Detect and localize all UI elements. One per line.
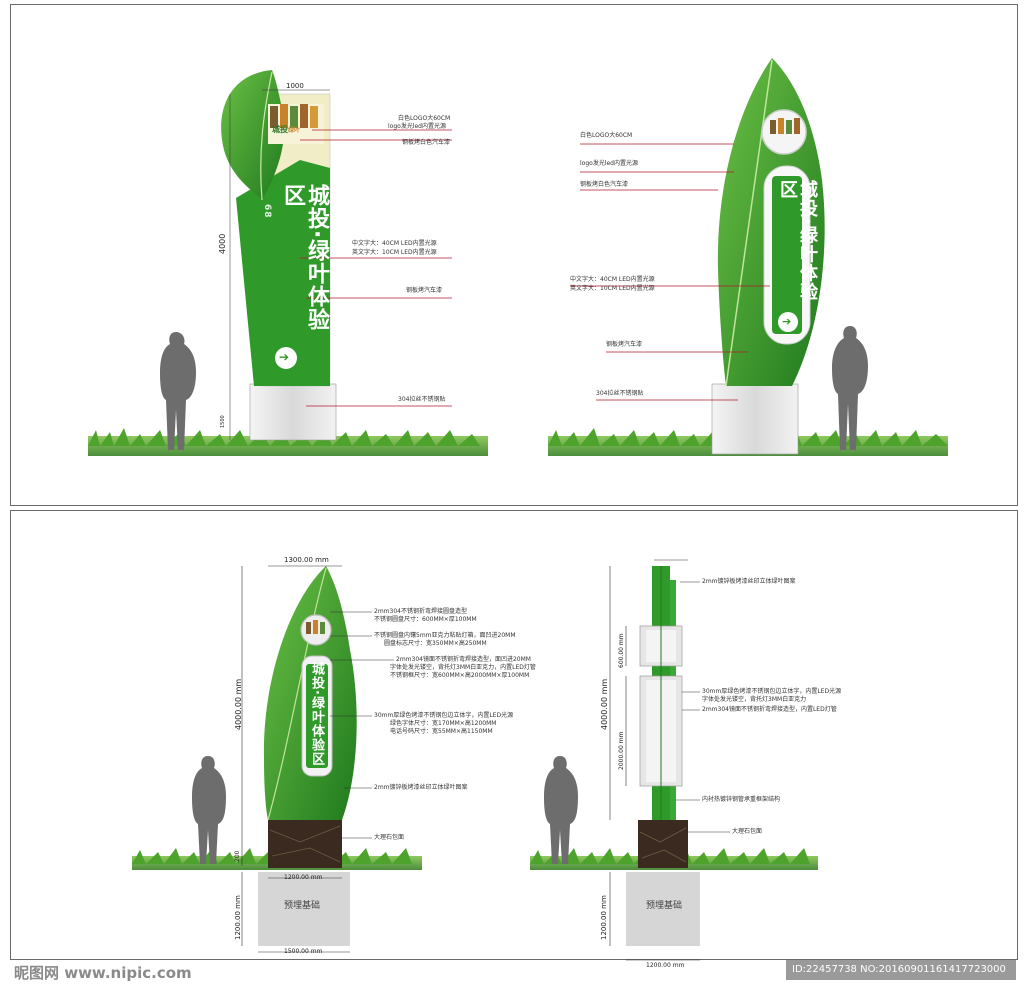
annotation: 白色LOGO大60CM bbox=[398, 115, 451, 122]
foundation-width-dimension: 1200.00 mm bbox=[646, 962, 685, 969]
annotation: 304拉丝不锈钢贴 bbox=[398, 396, 446, 403]
annotation: 英文字大：10CM LED内置光源 bbox=[352, 249, 437, 256]
foundation-block bbox=[258, 872, 350, 946]
top-left-sign bbox=[88, 70, 488, 456]
foundation-width-dimension: 1500.00 mm bbox=[284, 948, 323, 955]
annotation: 内衬热镀锌钢管承重框架结构 bbox=[702, 796, 781, 803]
logo-text: 城投绿叶 bbox=[272, 125, 301, 134]
marble-base bbox=[638, 820, 688, 868]
annotation: 30mm厚绿色烤漆不锈钢包边立体字，内置LED光源 bbox=[374, 712, 514, 719]
dim-600: 600.00 mm bbox=[618, 633, 625, 668]
top-right-sign bbox=[548, 58, 948, 456]
person-silhouette bbox=[192, 756, 226, 864]
height-dimension: 4000.00 mm bbox=[234, 678, 243, 730]
annotation: 字体处发光镂空，背托灯3MM白亚克力，内置LED灯管 bbox=[390, 664, 536, 671]
sign-title: 城投·绿叶体验区 bbox=[280, 184, 329, 332]
watermark-id: ID:22457738 NO:20160901161417723000 bbox=[786, 960, 1016, 980]
annotation: 钢板烤白色汽车漆 bbox=[580, 181, 629, 188]
annotation: 中文字大：40CM LED内置光源 bbox=[570, 276, 655, 283]
top-width-dimension: 1300.00 mm bbox=[284, 556, 329, 564]
annotation: 不锈钢圆盘内镶5mm亚克力粘贴灯箱，面凹进20MM bbox=[374, 632, 516, 639]
arrow-icon: ➔ bbox=[279, 350, 290, 364]
annotation: 中文字大：40CM LED内置光源 bbox=[352, 240, 437, 247]
person-silhouette bbox=[160, 332, 196, 450]
annotation: 钢板烤汽车漆 bbox=[406, 287, 443, 294]
foundation-block bbox=[626, 872, 700, 946]
annotation: 2mm镀锌板烤漆丝印立体绿叶图案 bbox=[374, 784, 468, 791]
annotation: 钢板烤白色汽车漆 bbox=[402, 139, 451, 146]
base-width-dimension: 1200.00 mm bbox=[284, 874, 323, 881]
annotation: 不锈钢圆盘尺寸：600MM×厚100MM bbox=[374, 616, 477, 623]
annotation: 字体处发光镂空，背托灯3MM白亚克力 bbox=[702, 696, 807, 703]
sign-title: 城投·绿叶体验区 bbox=[309, 662, 324, 766]
annotation: 钢板烤汽车漆 bbox=[606, 341, 643, 348]
annotation: 2mm304不锈钢折弯焊接圆盘造型 bbox=[374, 608, 467, 615]
base-dimension: 1500 bbox=[220, 415, 226, 428]
annotation: 304拉丝不锈钢贴 bbox=[596, 390, 644, 397]
annotation: 绿色字体尺寸：宽170MM×高1200MM bbox=[390, 720, 497, 727]
annotation: logo发光led内置光源 bbox=[388, 123, 446, 130]
marble-height-dimension: 200 bbox=[234, 850, 241, 862]
steel-base bbox=[249, 383, 337, 441]
annotation: 大理石包面 bbox=[732, 828, 763, 835]
annotation: 2mm304镜面不锈钢折弯焊接造型，面凹进20MM bbox=[396, 656, 531, 663]
marble-base bbox=[268, 820, 342, 868]
elevation-panel-bottom bbox=[10, 510, 1018, 960]
annotation: logo发光led内置光源 bbox=[580, 160, 638, 167]
leaf-ornament bbox=[221, 70, 285, 200]
person-silhouette bbox=[832, 326, 868, 450]
annotation: 2mm镀锌板烤漆丝印立体绿叶图案 bbox=[702, 578, 796, 585]
sign-title: 城投·绿叶体验区 bbox=[777, 180, 818, 302]
annotation: 电话号码尺寸：宽55MM×高1150MM bbox=[390, 728, 493, 735]
annotation: 英文字大：10CM LED内置光源 bbox=[570, 285, 655, 292]
dim-2000: 2000.00 mm bbox=[618, 731, 625, 770]
annotation: 圆盘标志尺寸：宽350MM×高250MM bbox=[384, 640, 487, 647]
phone-number: 68 bbox=[262, 204, 272, 219]
annotation: 白色LOGO大60CM bbox=[580, 132, 633, 139]
annotation: 2mm304镜面不锈钢折弯焊接造型，内置LED灯管 bbox=[702, 706, 837, 713]
person-silhouette bbox=[544, 756, 578, 864]
height-dimension: 4000.00 mm bbox=[600, 678, 609, 730]
steel-base bbox=[711, 383, 799, 455]
foundation-label: 预埋基础 bbox=[646, 901, 683, 911]
annotation: 大理石包面 bbox=[374, 834, 405, 841]
arrow-icon: ➔ bbox=[782, 315, 792, 328]
watermark-logo: 昵图网 www.nipic.com bbox=[14, 964, 192, 982]
foundation-label: 预埋基础 bbox=[284, 901, 321, 911]
foundation-height-dimension: 1200.00 mm bbox=[600, 895, 608, 940]
bottom-left-elevation bbox=[132, 565, 422, 953]
annotation: 30mm厚绿色烤漆不锈钢包边立体字，内置LED光源 bbox=[702, 688, 842, 695]
width-dimension: 1000 bbox=[286, 82, 304, 90]
annotation: 不锈钢框尺寸：宽600MM×高2000MM×厚100MM bbox=[390, 672, 530, 679]
arrow-circle bbox=[275, 347, 297, 369]
height-dimension: 4000 bbox=[218, 233, 227, 254]
foundation-height-dimension: 1200.00 mm bbox=[234, 895, 242, 940]
arrow-circle bbox=[778, 312, 798, 332]
bottom-right-elevation bbox=[530, 559, 818, 961]
green-body bbox=[236, 160, 330, 386]
